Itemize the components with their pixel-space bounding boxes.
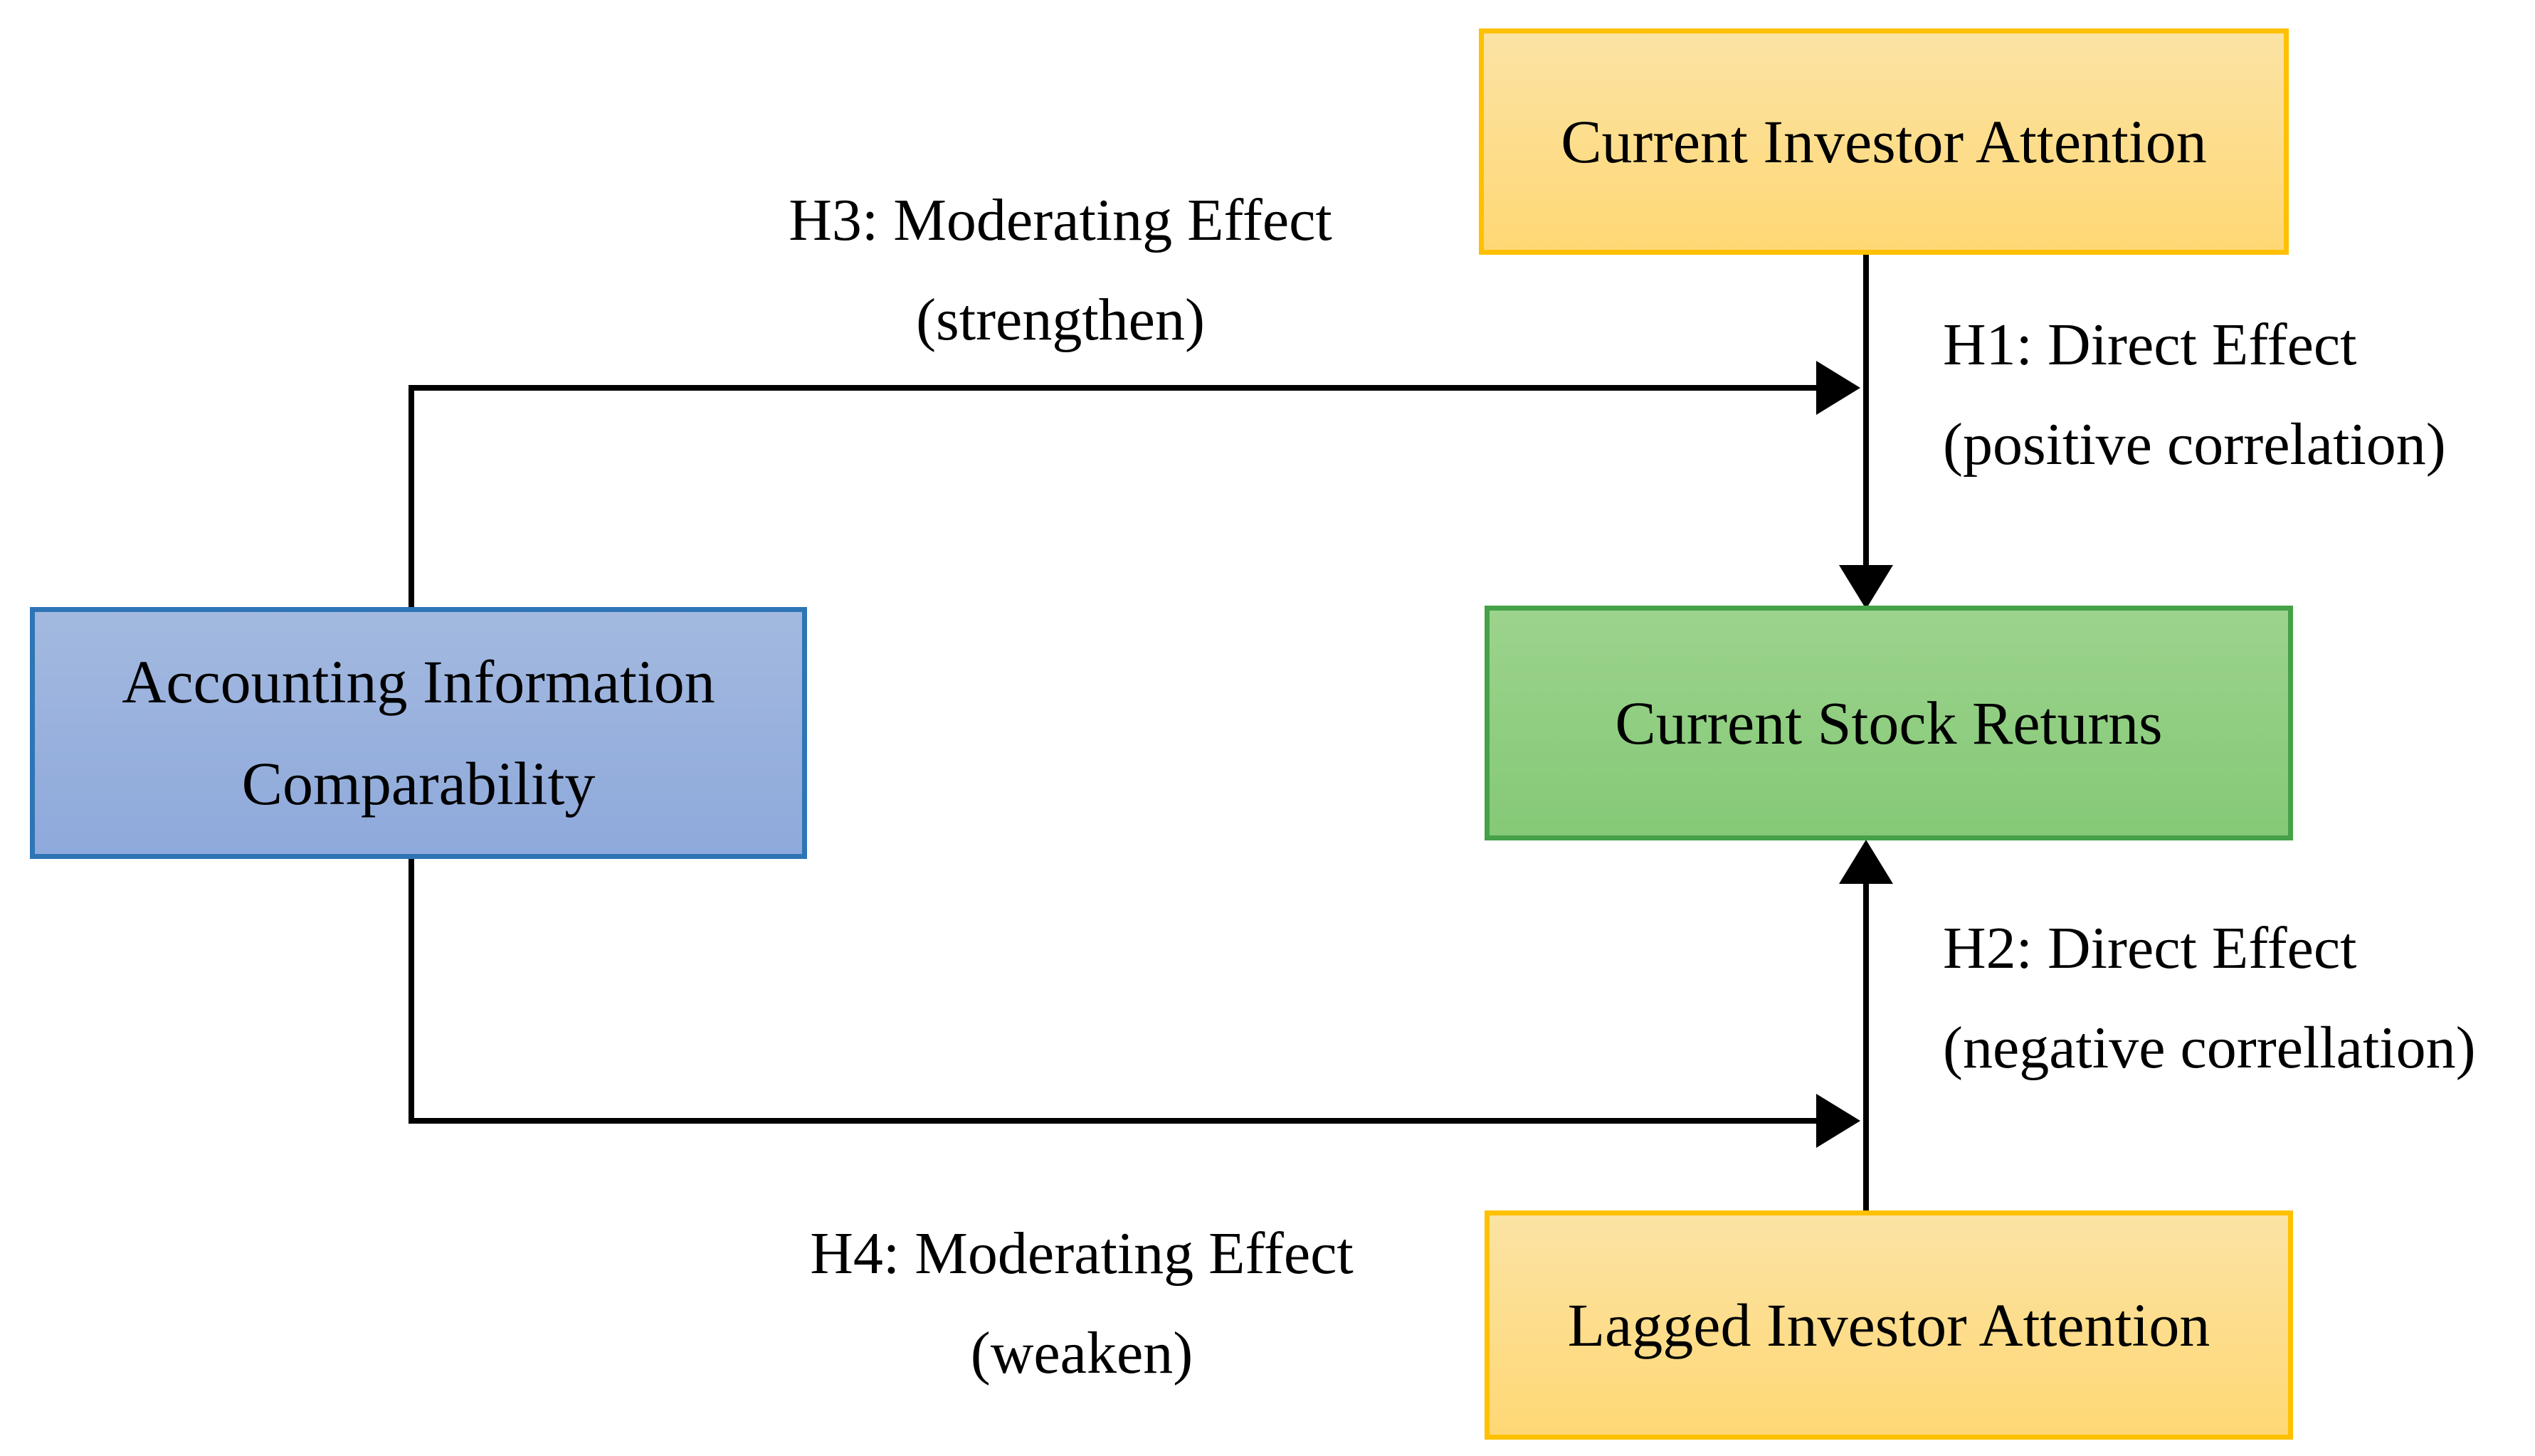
edge-label-h4: H4: Moderating Effect (weaken)	[584, 1204, 1580, 1403]
edge-label-h1-line2: (positive correlation)	[1943, 411, 2446, 478]
edge-label-h2: H2: Direct Effect (negative correllation…	[1943, 899, 2476, 1098]
h3-moderating-effect-line	[409, 385, 1818, 391]
edge-label-h3: H3: Moderating Effect (strengthen)	[562, 171, 1559, 370]
edge-label-h1: H1: Direct Effect (positive correlation)	[1943, 295, 2446, 495]
h2-arrowhead-up-icon	[1839, 840, 1893, 884]
node-label-current-stock-returns: Current Stock Returns	[1615, 688, 2163, 757]
h4-vertical-stub-line	[409, 853, 414, 1124]
node-current-investor-attention: Current Investor Attention	[1479, 28, 2289, 255]
edge-label-h3-line1: H3: Moderating Effect	[789, 187, 1332, 253]
node-accounting-information-comparability: Accounting Information Comparability	[30, 607, 807, 859]
h1-arrowhead-down-icon	[1839, 565, 1893, 609]
h4-arrowhead-right-icon	[1816, 1094, 1860, 1148]
edge-label-h4-line1: H4: Moderating Effect	[810, 1220, 1354, 1287]
edge-label-h3-line2: (strengthen)	[916, 287, 1205, 353]
edge-label-h2-line1: H2: Direct Effect	[1943, 915, 2357, 981]
node-label-current-investor-attention: Current Investor Attention	[1561, 107, 2207, 176]
edge-label-h1-line1: H1: Direct Effect	[1943, 312, 2357, 378]
h3-vertical-stub-line	[409, 388, 414, 614]
node-lagged-investor-attention: Lagged Investor Attention	[1485, 1210, 2293, 1440]
h4-moderating-effect-line	[409, 1118, 1818, 1124]
node-label-lagged-investor-attention: Lagged Investor Attention	[1567, 1290, 2210, 1359]
h2-direct-effect-line	[1863, 882, 1869, 1215]
node-label-accounting-information-line2: Comparability	[241, 749, 596, 818]
edge-label-h2-line2: (negative correllation)	[1943, 1015, 2476, 1081]
edge-label-h4-line2: (weaken)	[970, 1320, 1193, 1386]
h3-arrowhead-right-icon	[1816, 361, 1860, 415]
h1-direct-effect-line	[1863, 242, 1869, 569]
node-label-accounting-information-line1: Accounting Information	[122, 648, 715, 716]
node-current-stock-returns: Current Stock Returns	[1485, 606, 2293, 840]
